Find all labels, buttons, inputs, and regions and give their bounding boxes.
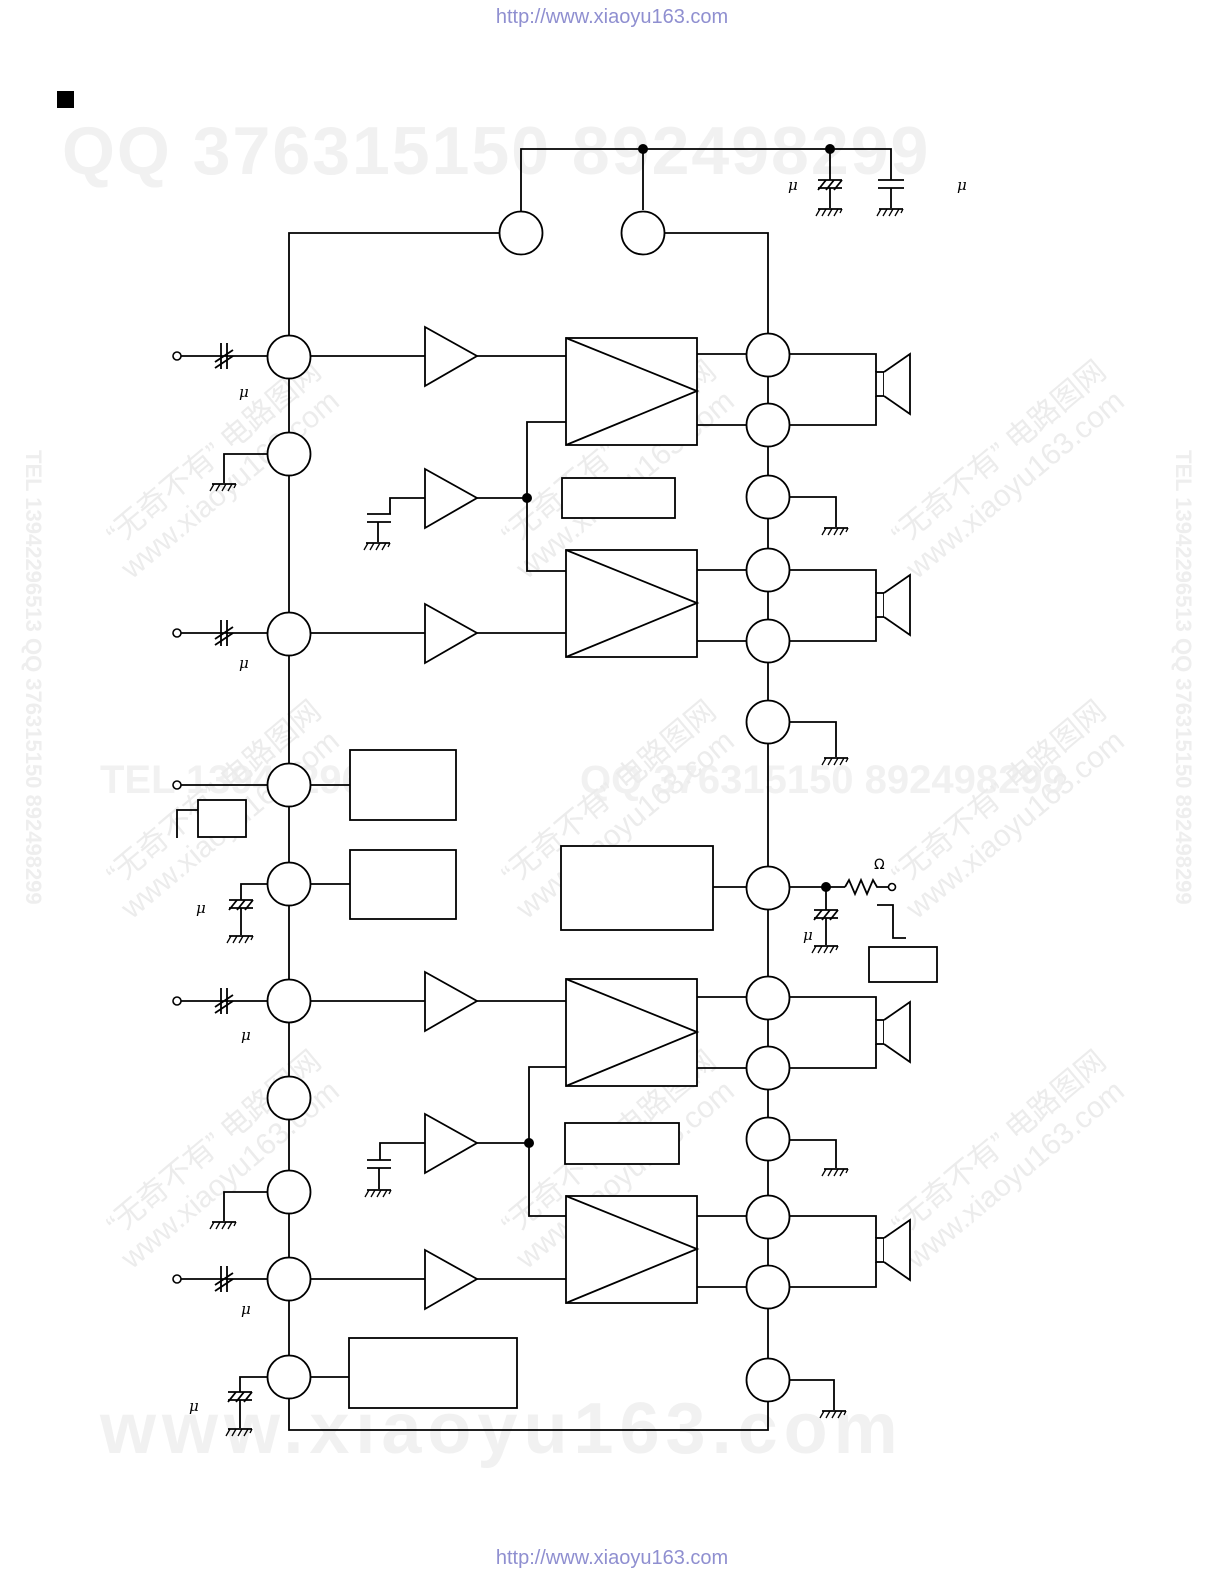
pin-pgnd	[745, 1116, 791, 1162]
protection-block	[348, 1337, 518, 1409]
standby-switch-block	[349, 749, 457, 821]
speaker-icon	[875, 574, 911, 636]
input-terminal	[172, 628, 182, 638]
speaker-icon	[875, 353, 911, 415]
pin-vcc1	[498, 210, 544, 256]
diag-terminal	[887, 882, 897, 892]
mu-symbol: μ	[189, 1397, 199, 1415]
pin-nc	[266, 1075, 312, 1121]
pin-standby	[266, 762, 312, 808]
preamp-triangle	[424, 970, 479, 1033]
supply-rail	[520, 148, 892, 233]
pin-out3-minus	[745, 1045, 791, 1091]
pin-pgnd	[745, 474, 791, 520]
pin-svr	[266, 1354, 312, 1400]
diagnostic-block	[560, 845, 714, 931]
mu-symbol: μ	[957, 176, 967, 194]
pin-gnd-signal	[266, 1169, 312, 1215]
pin-out1-minus	[745, 402, 791, 448]
speaker-icon	[875, 1219, 911, 1281]
mu-symbol: μ	[803, 926, 813, 944]
pin-vcc2	[620, 210, 666, 256]
ripple-buffer-triangle	[424, 1112, 479, 1175]
input-capacitor-4	[214, 1266, 234, 1292]
footer-url: http://www.xiaoyu163.com	[495, 1547, 729, 1569]
pin-gnd-signal	[266, 431, 312, 477]
pin-in2	[266, 611, 312, 657]
input-terminal	[172, 351, 182, 361]
input-terminal	[172, 1274, 182, 1284]
pin-pgnd	[745, 1357, 791, 1403]
power-amp-block-1	[565, 337, 700, 446]
diag-output-block	[868, 946, 938, 983]
mu-symbol: μ	[241, 1026, 251, 1044]
ripple-filter-block	[564, 1122, 680, 1165]
standby-terminal	[172, 780, 182, 790]
mute-switch-block	[349, 849, 457, 920]
pin-pgnd	[745, 699, 791, 745]
mu-symbol: μ	[788, 176, 798, 194]
preamp-triangle	[424, 325, 479, 388]
preamp-triangle	[424, 602, 479, 665]
pin-mute	[266, 861, 312, 907]
pin-out2-minus	[745, 618, 791, 664]
speaker-icon	[875, 1001, 911, 1063]
pin-out4-plus	[745, 1194, 791, 1240]
power-amp-block-2	[565, 549, 700, 658]
section-bullet	[57, 91, 74, 108]
preamp-triangle	[424, 1248, 479, 1311]
pin-diag	[745, 865, 791, 911]
watermark-qq-top: QQ 376315150 892498299	[62, 113, 931, 189]
mu-symbol: μ	[239, 654, 249, 672]
pin-in1	[266, 334, 312, 380]
pin-in4	[266, 1256, 312, 1302]
mu-symbol: μ	[196, 899, 206, 917]
ripple-buffer-triangle	[424, 467, 479, 530]
power-amp-block-4	[565, 1195, 700, 1304]
ohm-symbol: Ω	[874, 857, 885, 873]
standby-level-block	[197, 799, 247, 838]
watermark-qq-mid: QQ 376315150 892498299	[580, 758, 1065, 802]
pin-out1-plus	[745, 332, 791, 378]
watermark-side-right: TEL 13942296513 QQ 376315150 892498299	[1171, 450, 1196, 905]
pin-out4-minus	[745, 1264, 791, 1310]
input-terminal	[172, 996, 182, 1006]
input-capacitor-3	[214, 988, 234, 1014]
pin-in3	[266, 978, 312, 1024]
header-url: http://www.xiaoyu163.com	[495, 6, 729, 28]
watermark-side-left: TEL 13942296513 QQ 376315150 892498299	[21, 450, 46, 905]
input-capacitor-1	[214, 343, 234, 369]
pin-out2-plus	[745, 547, 791, 593]
ripple-filter-block	[561, 477, 676, 519]
ic-frame	[288, 232, 500, 335]
pin-out3-plus	[745, 975, 791, 1021]
mu-symbol: μ	[241, 1300, 251, 1318]
mu-symbol: μ	[239, 383, 249, 401]
input-capacitor-2	[214, 620, 234, 646]
power-amp-block-3	[565, 978, 700, 1087]
